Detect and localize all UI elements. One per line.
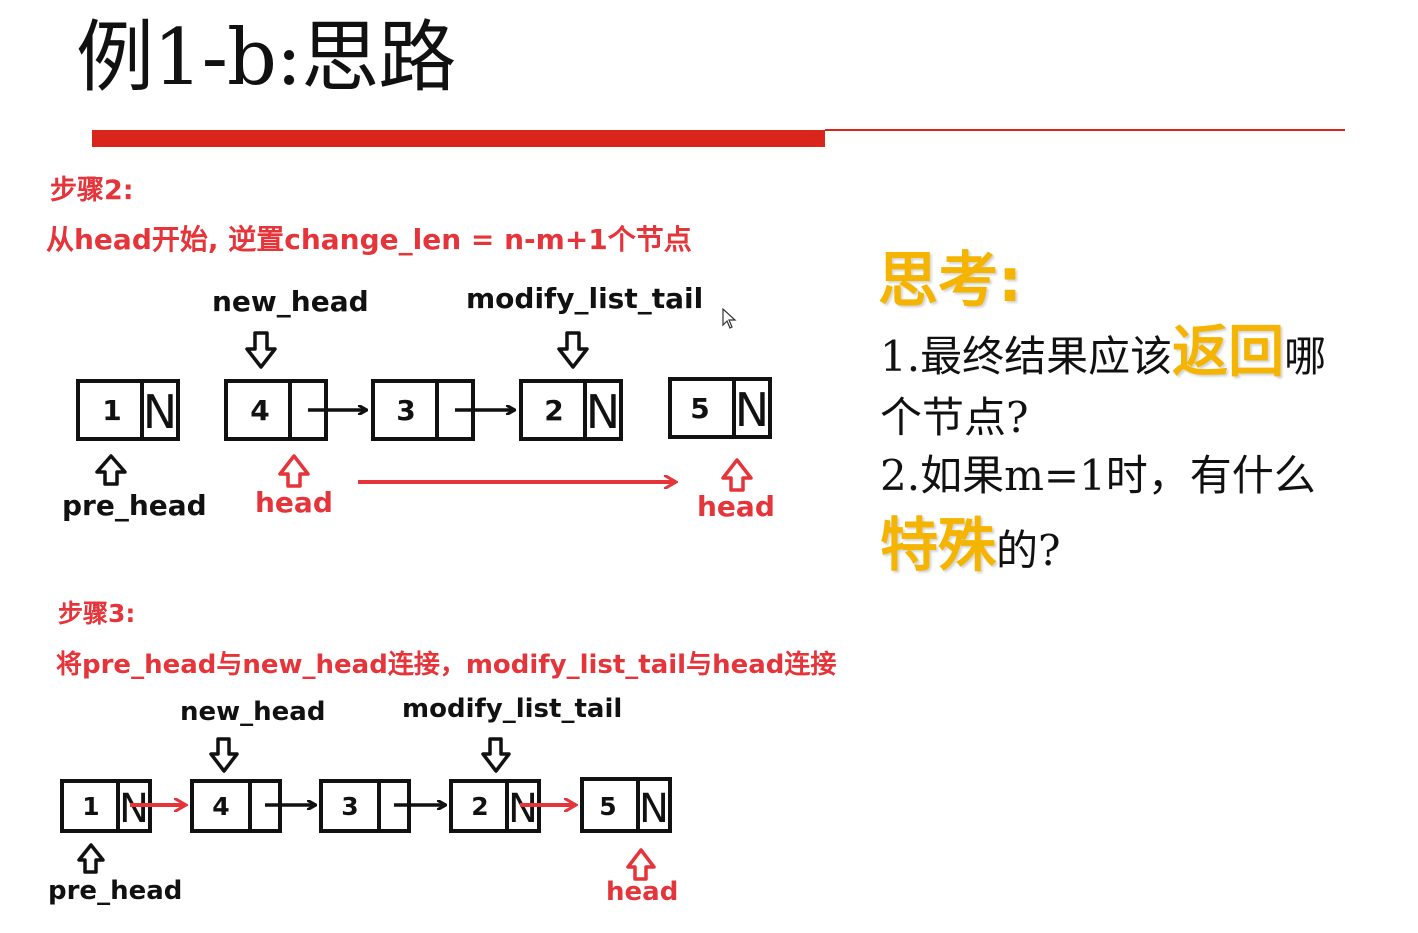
step3-pre-head-arrow-icon bbox=[77, 843, 105, 874]
think-title: 思考: bbox=[878, 246, 1022, 316]
step2-node-1-value: 1 bbox=[102, 394, 121, 427]
step3-node-1-null: N bbox=[119, 786, 149, 832]
question-2-line-2: 特殊的? bbox=[880, 514, 1061, 582]
step2-node-5: 5 N bbox=[668, 377, 772, 439]
question-2-suffix: 的? bbox=[996, 526, 1061, 575]
step2-label-head-end: head bbox=[697, 490, 775, 523]
step2-label-pre-head: pre_head bbox=[62, 489, 207, 522]
title-underline-thin bbox=[825, 129, 1345, 131]
step3-node-5-value: 5 bbox=[599, 792, 616, 821]
step2-node-2: 2 N bbox=[519, 379, 623, 441]
question-1-line-1: 1.最终结果应该返回哪 bbox=[880, 322, 1326, 388]
step2-node-5-null: N bbox=[735, 383, 769, 437]
step3-new-head-arrow-icon bbox=[209, 737, 239, 773]
step2-pre-head-arrow-icon bbox=[95, 454, 127, 486]
step2-node-2-value: 2 bbox=[544, 394, 563, 427]
step2-label-new-head: new_head bbox=[212, 285, 369, 318]
step3-node-5-null: N bbox=[639, 786, 669, 832]
step3-label-modify-list-tail: modify_list_tail bbox=[402, 694, 623, 724]
step3-node-2-null: N bbox=[508, 786, 538, 832]
step2-node-5-value: 5 bbox=[690, 392, 709, 425]
title-underline-thick bbox=[92, 130, 825, 147]
slide-title: 例1-b:思路 bbox=[76, 13, 456, 103]
step3-node-1-value: 1 bbox=[82, 792, 99, 821]
step2-node-1: 1 N bbox=[76, 379, 180, 441]
step2-title: 步骤2: bbox=[50, 175, 134, 206]
step3-node-4-value: 4 bbox=[212, 792, 229, 821]
step2-modify-tail-arrow-icon bbox=[557, 331, 589, 369]
step2-label-head-start: head bbox=[255, 486, 333, 519]
step3-modify-tail-arrow-icon bbox=[481, 737, 511, 773]
step2-new-head-arrow-icon bbox=[245, 331, 277, 369]
step3-node-5: 5 N bbox=[580, 777, 672, 833]
mouse-pointer-icon bbox=[722, 307, 738, 335]
step2-node-2-null: N bbox=[586, 385, 620, 439]
step3-title: 步骤3: bbox=[58, 599, 136, 628]
step3-description: 将pre_head与new_head连接，modify_list_tail与he… bbox=[56, 650, 837, 680]
step3-label-new-head: new_head bbox=[180, 697, 326, 727]
step3-label-head: head bbox=[606, 877, 679, 907]
question-1-highlight: 返回 bbox=[1172, 320, 1285, 385]
question-2-highlight: 特殊 bbox=[880, 511, 997, 579]
linked-list-diagram: 1 N 4 3 2 N 5 N 1 N 4 bbox=[60, 331, 772, 881]
step2-node-3-value: 3 bbox=[396, 394, 415, 427]
question-2-line-1: 2.如果m=1时，有什么 bbox=[880, 451, 1316, 500]
step3-head-arrow-icon bbox=[626, 848, 656, 881]
step2-node-4-value: 4 bbox=[250, 394, 269, 427]
step2-node-1-null: N bbox=[143, 385, 177, 439]
step3-node-2-value: 2 bbox=[471, 792, 488, 821]
step2-head-end-arrow-icon bbox=[721, 458, 753, 492]
step3-node-3-value: 3 bbox=[341, 792, 358, 821]
question-1-line-2: 个节点? bbox=[880, 393, 1029, 442]
step2-node-3: 3 bbox=[371, 379, 475, 441]
step2-head-start-arrow-icon bbox=[278, 454, 310, 488]
step3-label-pre-head: pre_head bbox=[48, 876, 183, 906]
step2-label-modify-list-tail: modify_list_tail bbox=[466, 282, 704, 315]
question-1-prefix: 1.最终结果应该 bbox=[880, 332, 1173, 381]
step2-description: 从head开始, 逆置change_len = n-m+1个节点 bbox=[46, 223, 692, 256]
question-1-suffix: 哪 bbox=[1284, 332, 1327, 381]
